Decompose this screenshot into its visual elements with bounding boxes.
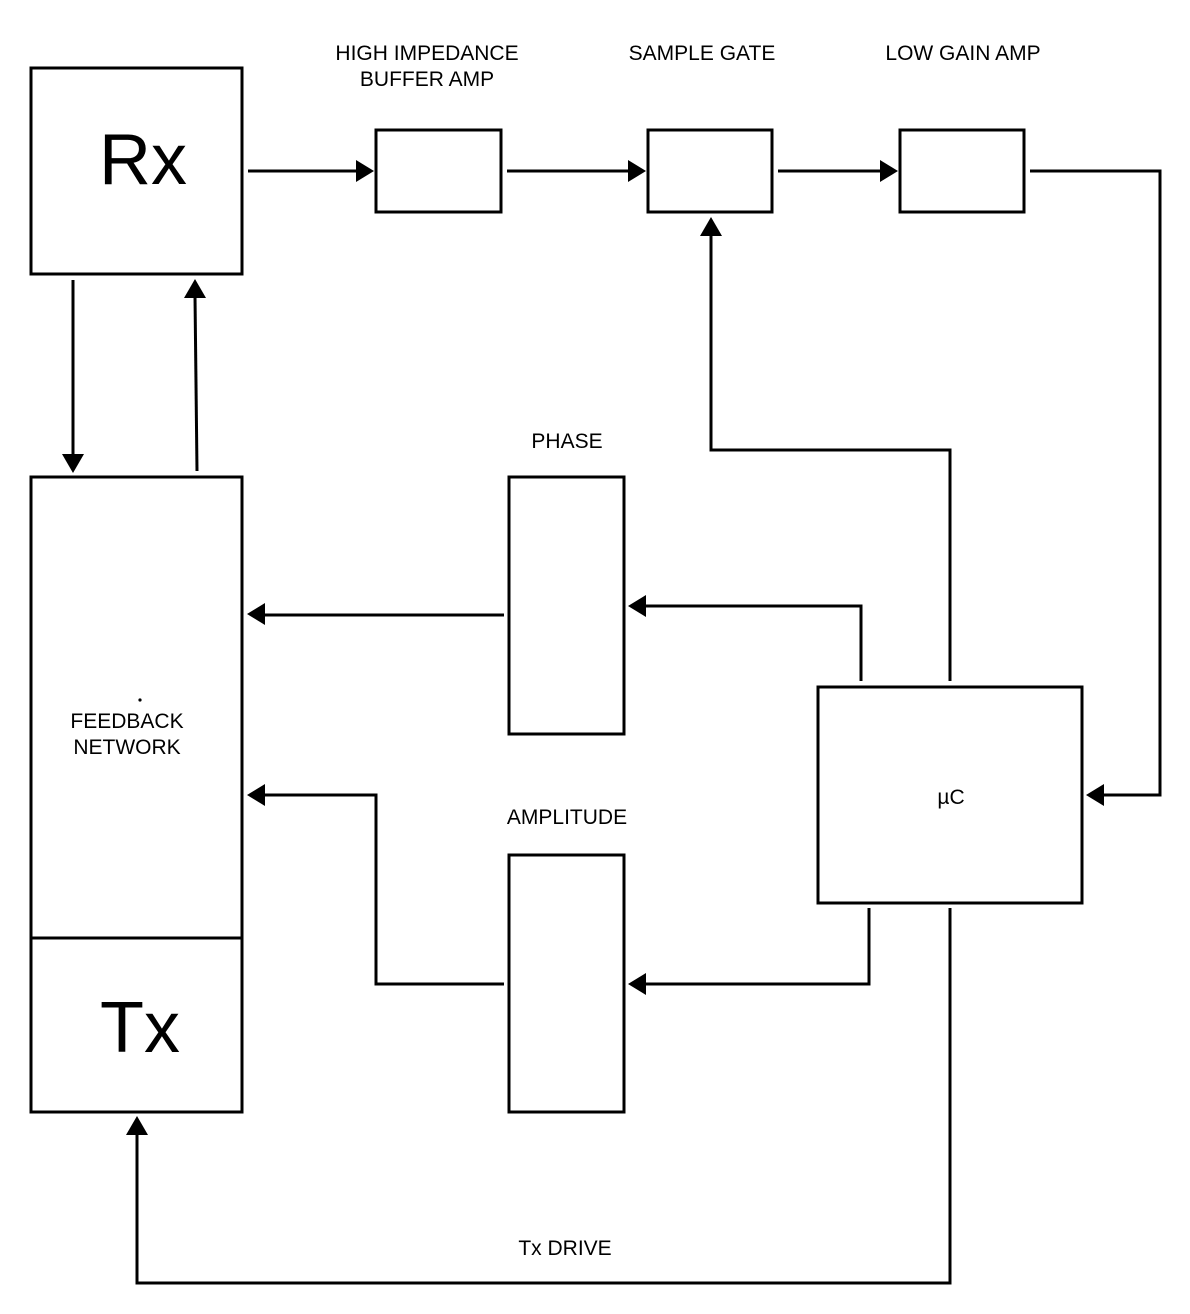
arrowhead-right-icon (880, 160, 898, 182)
sample-gate-label: SAMPLE GATE (629, 42, 776, 65)
microcontroller-block (816, 685, 1084, 905)
tx-block (29, 936, 244, 1114)
tx-label: Tx (100, 988, 180, 1068)
buffer-amp-block (374, 128, 503, 214)
arrowhead-right-icon (628, 160, 646, 182)
low-gain-amp-label: LOW GAIN AMP (885, 42, 1040, 65)
arrowhead-left-icon (628, 973, 646, 995)
rx-label: Rx (99, 120, 187, 200)
microcontroller-label: µC (937, 786, 964, 809)
wire-feedback-to-rx (193, 295, 199, 472)
wire-uc-to-amplitude (646, 908, 871, 986)
tx-drive-label: Tx DRIVE (518, 1237, 611, 1260)
wire-uc-to-tx (135, 908, 952, 1285)
arrowhead-left-icon (247, 784, 265, 806)
feedback-network-label-line2: NETWORK (73, 736, 180, 759)
buffer-amp-label-line1: HIGH IMPEDANCE (335, 42, 518, 65)
arrowhead-up-icon (126, 1116, 148, 1135)
wire-uc-to-phase (646, 604, 863, 681)
arrowhead-left-icon (247, 603, 265, 625)
amplitude-block (507, 853, 626, 1114)
arrowhead-left-icon (1086, 784, 1104, 806)
stray-dot (138, 698, 142, 702)
arrowhead-right-icon (356, 160, 374, 182)
rx-block (29, 66, 244, 276)
arrowhead-down-icon (62, 454, 84, 473)
feedback-network-label-line1: FEEDBACK (70, 710, 183, 733)
sample-gate-block (646, 128, 774, 214)
arrowhead-left-icon (628, 595, 646, 617)
buffer-amp-label-line2: BUFFER AMP (360, 68, 494, 91)
arrowhead-up-icon (700, 217, 722, 236)
arrowhead-up-icon (184, 279, 206, 298)
phase-label: PHASE (531, 430, 602, 453)
wire-uc-to-gate (709, 234, 952, 681)
feedback-network-block (29, 475, 244, 940)
phase-block (507, 475, 626, 736)
amplitude-label: AMPLITUDE (507, 806, 627, 829)
wire-lowgain-to-uc (1030, 169, 1162, 797)
wire-amplitude-to-feedback (264, 793, 504, 986)
low-gain-amp-block (898, 128, 1026, 214)
